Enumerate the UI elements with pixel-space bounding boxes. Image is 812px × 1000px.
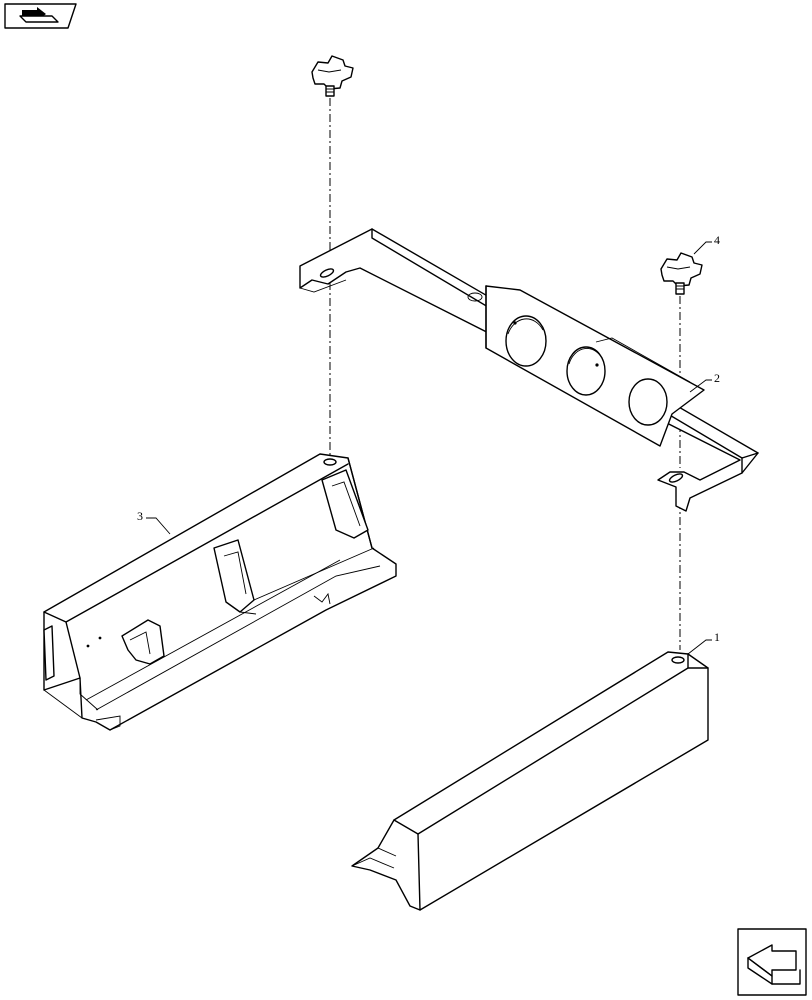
svg-text:2: 2 — [714, 371, 720, 385]
svg-text:4: 4 — [714, 233, 720, 247]
svg-text:3: 3 — [137, 509, 143, 523]
callout-2: 2 — [689, 371, 720, 393]
svg-text:1: 1 — [714, 630, 720, 644]
panel-hole-2 — [566, 346, 606, 396]
panel-hole-1 — [505, 315, 547, 367]
tray-frame-part-3 — [43, 453, 397, 731]
tray-arrow-icon[interactable] — [4, 3, 77, 29]
exit-arrow-icon[interactable] — [737, 928, 807, 996]
callout-3: 3 — [137, 509, 171, 535]
callout-4: 4 — [693, 233, 720, 255]
cover-part-1 — [351, 651, 709, 911]
star-knob-4 — [660, 252, 703, 295]
callout-1: 1 — [687, 630, 720, 655]
panel-hole-3 — [628, 378, 668, 426]
star-knob-upper — [311, 55, 354, 97]
bracket-part-2 — [299, 228, 759, 512]
